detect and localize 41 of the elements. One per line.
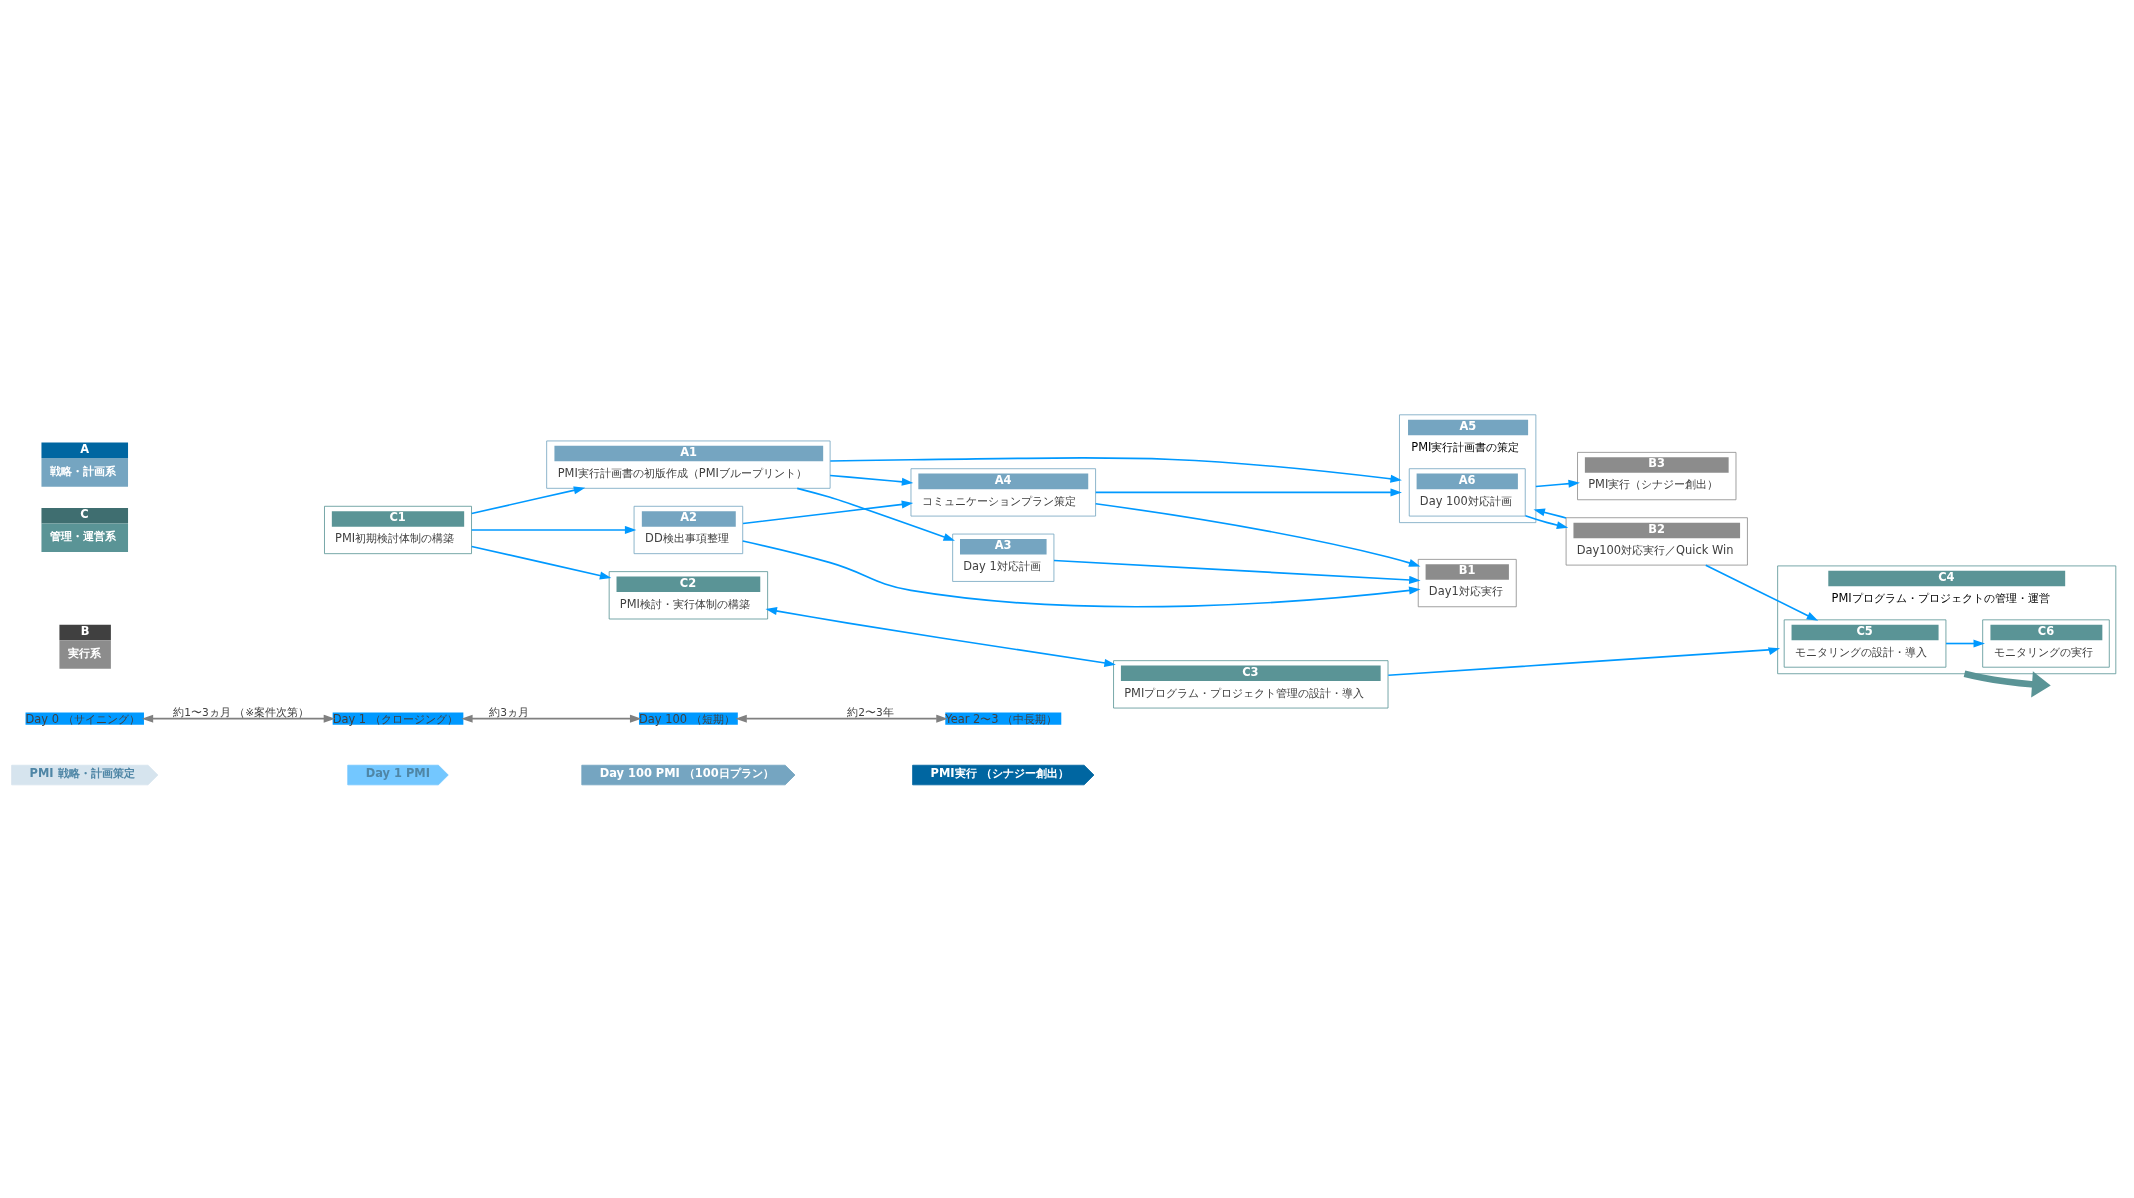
- arrow: [1704, 564, 1819, 621]
- arrow: [1053, 559, 1421, 584]
- edge-label: 約1〜3ヵ月 （※案件次第）: [173, 705, 310, 719]
- arrow: [461, 714, 642, 723]
- arrow: [765, 607, 1116, 667]
- arrow: [470, 525, 637, 534]
- arrow: [829, 474, 914, 486]
- arrow: [141, 714, 336, 723]
- node-box: C2 PMI検討・実行体制の構築: [608, 571, 769, 620]
- edge-label: 約3ヵ月: [489, 705, 529, 719]
- node-box: A3 Day 1対応計画: [952, 533, 1055, 582]
- edge-label: 約2〜3年: [847, 705, 894, 719]
- node-box: C6 モニタリングの実行: [1982, 619, 2110, 668]
- node-box: A4 コミュニケーションプラン策定: [910, 468, 1096, 517]
- arrow: [470, 545, 612, 580]
- arrow: [1094, 502, 1421, 567]
- node-box: Day 1 （クロージング）: [332, 712, 464, 725]
- arrow: [1094, 488, 1402, 497]
- arrow: [735, 714, 948, 723]
- arrow: [470, 486, 586, 515]
- arrow: [1533, 508, 1567, 519]
- arrow: [742, 500, 914, 525]
- node-box: Day 100 （短期）: [638, 712, 738, 725]
- node-box: Day 0 （サイニング）: [25, 712, 144, 725]
- node-box: B1 Day1対応実行: [1417, 558, 1517, 608]
- arrow: [1387, 647, 1781, 677]
- node-box: A6 Day 100対応計画: [1408, 468, 1526, 517]
- arrow: [1945, 639, 1985, 648]
- node-box: A1 PMI実行計画書の初版作成（PMIブループリント）: [546, 440, 831, 489]
- node-box: C5 モニタリングの設計・導入: [1783, 619, 1947, 668]
- arrow: [829, 457, 1402, 483]
- arrow: [796, 487, 955, 541]
- node-box: C1 PMI初期検討体制の構築: [324, 505, 472, 555]
- node-box: B2 Day100対応実行／Quick Win: [1565, 517, 1748, 566]
- node-box: B3 PMI実行（シナジー創出）: [1577, 451, 1737, 501]
- arrow: [1535, 479, 1580, 488]
- node-box: A2 DD検出事項整理: [633, 505, 744, 555]
- node-box: C3 PMIプログラム・プロジェクト管理の設計・導入: [1113, 660, 1389, 709]
- arrow: [1963, 670, 2051, 698]
- node-box: Year 2〜3 （中長期）: [945, 712, 1062, 725]
- arrow: [1524, 514, 1569, 530]
